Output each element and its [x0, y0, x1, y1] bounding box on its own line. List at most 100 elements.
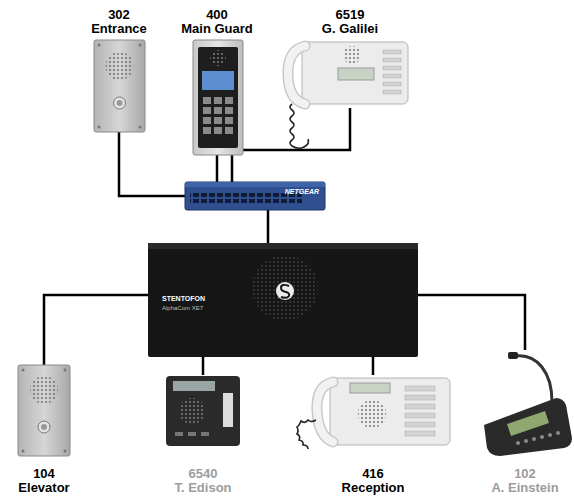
- door-station-302-part: [106, 52, 134, 80]
- keypad-station-400-part-part: [203, 117, 211, 124]
- door-station-302-part: [139, 44, 142, 47]
- keypad-station-400-part: [202, 71, 234, 90]
- desk-console-102-part: [508, 352, 518, 359]
- desk-station-6540-part-part: [188, 432, 196, 436]
- desk-console-102-part-part: [524, 439, 528, 443]
- keypad-station-400-part-part: [225, 127, 233, 134]
- desk-phone-416-part-part: [405, 404, 435, 409]
- station-name: Main Guard: [181, 22, 253, 36]
- desk-phone-6519-part-part: [383, 50, 401, 54]
- device-node: 302Entrance: [87, 8, 151, 132]
- keypad-station-400-part-part: [203, 127, 211, 134]
- desk-console-102-part-part: [516, 441, 520, 445]
- brand-text: NETGEAR: [285, 188, 319, 195]
- keypad-station-400: [193, 40, 243, 155]
- extension-number: 6519: [336, 8, 365, 22]
- keypad-station-400-part-part: [214, 97, 222, 104]
- extension-number: 302: [108, 8, 130, 22]
- extension-number: 400: [206, 8, 228, 22]
- desk-console-102-part-part: [548, 433, 552, 437]
- desk-station-6540-part: [173, 381, 215, 391]
- desk-phone-416: [297, 378, 450, 449]
- keypad-station-400-part-part: [214, 107, 222, 114]
- brand-text: STENTOFON: [162, 295, 205, 302]
- door-station-104-part: [38, 421, 50, 433]
- desk-phone-6519-part: [383, 50, 401, 94]
- desk-phone-6519-part: [290, 104, 309, 148]
- desk-station-6540-part-part: [175, 432, 183, 436]
- connector-wire: [44, 295, 148, 365]
- desk-phone-6519-part: [302, 42, 408, 104]
- desk-console-102-part: [484, 398, 572, 456]
- desk-phone-416-part-part: [405, 413, 435, 418]
- keypad-station-400-part: [198, 47, 238, 148]
- station-name: Elevator: [18, 481, 69, 495]
- desk-phone-6519-part-part: [383, 74, 401, 78]
- desk-phone-6519-part-part: [383, 82, 401, 86]
- device-node: 104Elevator: [12, 365, 76, 495]
- extension-number: 6540: [189, 467, 218, 481]
- desk-phone-6519-part: [343, 46, 361, 64]
- desk-station-6540-part: [223, 393, 233, 427]
- door-station-302-part: [98, 126, 101, 129]
- device-node: 6540T. Edison: [158, 375, 248, 495]
- device-node: 416Reception: [333, 375, 413, 495]
- keypad-station-400-part: [203, 97, 233, 134]
- door-station-302-part: [98, 44, 101, 47]
- desk-phone-6519-part: [338, 68, 374, 80]
- desk-phone-6519-part: [288, 46, 305, 104]
- desk-phone-6519-part: [288, 46, 305, 104]
- device-node: 400Main Guard: [177, 8, 257, 155]
- desk-console-102-part-part: [556, 431, 560, 435]
- station-name: Entrance: [91, 22, 147, 36]
- door-station-104-part: [30, 376, 58, 404]
- keypad-station-400-part-part: [225, 97, 233, 104]
- door-station-104-part: [22, 450, 25, 453]
- device-node: 102A. Einstein: [480, 350, 570, 495]
- connector-wire: [267, 210, 270, 243]
- station-name: T. Edison: [174, 481, 231, 495]
- device-node: 6519G. Galilei: [305, 8, 395, 108]
- keypad-station-400-part: [202, 96, 234, 140]
- desk-station-6540-part: [179, 398, 205, 424]
- desk-phone-6519: [288, 42, 408, 148]
- desk-phone-6519-part-part: [383, 58, 401, 62]
- desk-phone-416-part-part: [405, 431, 435, 436]
- intercom-server-part: [252, 255, 318, 321]
- desk-phone-416-part-part: [405, 395, 435, 400]
- door-station-104-part: [64, 450, 67, 453]
- network-switch-part: [185, 182, 325, 187]
- keypad-station-400-part-part: [214, 117, 222, 124]
- desk-phone-6519-part-part: [383, 66, 401, 70]
- intercom-server-part: [148, 243, 418, 357]
- desk-phone-416-part-part: [405, 386, 435, 391]
- door-station-104-part: [22, 369, 25, 372]
- desk-console-102-part: [507, 411, 549, 436]
- intercom-server-part: [148, 243, 418, 249]
- station-name: G. Galilei: [322, 22, 378, 36]
- switch-node: NETGEAR: [185, 182, 325, 210]
- keypad-station-400-part-part: [225, 117, 233, 124]
- keypad-station-400-part: [193, 40, 243, 155]
- keypad-station-400-part-part: [214, 127, 222, 134]
- desk-console-102-part-part: [540, 435, 544, 439]
- desk-console-102-part-part: [532, 437, 536, 441]
- door-station-302-part: [94, 40, 145, 132]
- connector-wire: [119, 132, 185, 196]
- network-switch-part: [185, 182, 325, 210]
- keypad-station-400-part: [210, 50, 226, 66]
- desk-console-102: [484, 352, 572, 456]
- desk-station-6540-part: [175, 432, 209, 436]
- connector-wire: [418, 295, 525, 350]
- desk-phone-416-part-part: [405, 422, 435, 427]
- connector-wire: [216, 155, 219, 182]
- desk-phone-6519-part-part: [383, 90, 401, 94]
- desk-console-102-part: [516, 356, 552, 402]
- keypad-station-400-part-part: [203, 97, 211, 104]
- door-station-302-part: [114, 97, 126, 109]
- desk-phone-416-part: [330, 378, 450, 445]
- desk-console-102-part: [516, 431, 560, 445]
- door-station-104-part: [18, 365, 70, 456]
- keypad-station-400-part-part: [203, 107, 211, 114]
